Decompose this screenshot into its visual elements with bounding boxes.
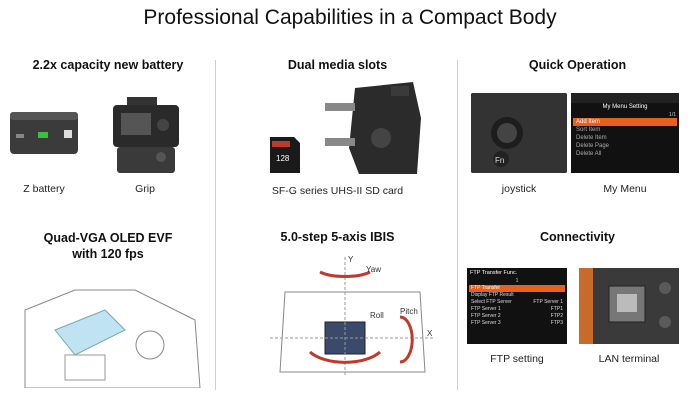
ftp-row-label: Display FTP Result [471,292,514,298]
roll-label: Roll [370,311,384,320]
column-divider-left [215,60,216,390]
page-title: Professional Capabilities in a Compact B… [143,6,557,29]
evf-heading: Quad-VGA OLED EVF with 120 fps [43,231,173,261]
camera-slots-image [325,82,421,174]
ftp-row[interactable]: Display FTP Result [469,292,565,299]
ftp-caption: FTP setting [490,353,544,365]
my-menu-item[interactable]: Add Item [573,118,677,126]
grip-caption: Grip [135,183,155,195]
lan-terminal-image [579,268,679,344]
column-divider-right [457,60,458,390]
my-menu-item[interactable]: Delete Item [576,135,607,141]
x-axis-label: X [427,329,433,338]
connectivity-heading: Connectivity [539,230,615,244]
ftp-row-label: FTP Transfer [471,285,501,291]
evf-diagram [24,289,201,388]
battery-caption: Z battery [23,183,65,195]
grip-image [113,97,179,173]
fn-label: Fn [495,156,504,165]
my-menu-caption: My Menu [603,183,647,195]
ftp-row[interactable]: FTP Transfer [469,285,565,292]
sd-card-image: 128 [270,137,300,173]
joystick-caption: joystick [501,183,537,195]
my-menu-header: My Menu Setting [602,104,648,110]
dual-slots-heading: Dual media slots [287,58,388,72]
sd-card-caption: SF-G series UHS-II SD card [271,185,404,197]
ftp-header: FTP Transfer Func. [470,270,518,276]
my-menu-screen: My Menu Setting 1/1 Add Item Sort Item D… [571,93,679,173]
lan-caption: LAN terminal [598,353,660,365]
ftp-row[interactable]: FTP Server 3 FTP3 [469,320,565,327]
ftp-row-label: FTP Server 3 [471,320,501,326]
ftp-row-value: FTP1 [550,306,563,312]
my-menu-item[interactable]: Delete Page [576,143,610,149]
ftp-row[interactable]: FTP Server 2 FTP2 [469,313,565,320]
sd-card-label: 128 [276,154,290,163]
my-menu-page: 1/1 [669,112,676,118]
ftp-row-value: FTP3 [550,320,563,326]
my-menu-tabs [571,93,679,103]
ftp-page: 1 [515,278,519,284]
quick-operation-heading: Quick Operation [528,58,627,72]
joystick-image: Fn [471,93,567,173]
ftp-row-value: FTP Server 1 [533,299,563,305]
ftp-screen: FTP Transfer Func. 1 FTP Transfer Displa… [467,268,567,344]
battery-heading: 2.2x capacity new battery [32,58,184,72]
my-menu-item[interactable]: Sort Item [576,127,601,133]
ftp-row[interactable]: Select FTP Server FTP Server 1 [469,299,565,306]
yaw-label: Yaw [366,265,381,274]
my-menu-item[interactable]: Delete All [576,151,602,157]
ftp-row[interactable]: FTP Server 1 FTP1 [469,306,565,313]
ftp-row-label: Select FTP Server [471,299,512,305]
ibis-heading: 5.0-step 5-axis IBIS [280,230,395,244]
ftp-row-value: FTP2 [550,313,563,319]
pitch-label: Pitch [400,307,418,316]
y-axis-label: Y [348,255,354,264]
battery-image [10,112,78,154]
ftp-row-label: FTP Server 2 [471,313,501,319]
ftp-row-label: FTP Server 1 [471,306,501,312]
ibis-diagram: Yaw Pitch Roll X Y [270,255,435,377]
